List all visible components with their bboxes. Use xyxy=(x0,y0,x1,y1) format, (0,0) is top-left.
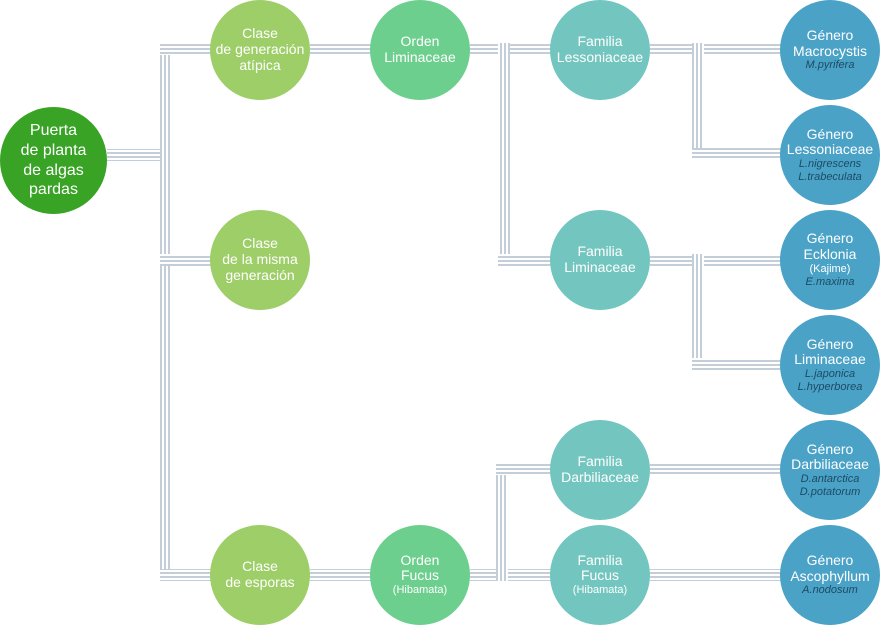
phylum-line-2: de planta xyxy=(20,141,87,159)
genus-darbiliaceae-species-1: D.antarctica xyxy=(800,473,860,486)
class-node-atipica: Clase de generación atípica xyxy=(210,0,310,100)
family-node-lessoniaceae: Familia Lessoniaceae xyxy=(550,0,650,100)
family-fucus-line-2: Fucus xyxy=(580,567,620,584)
order-fucus-note: (Hibamata) xyxy=(392,584,448,597)
genus-ecklonia-species-1: E.maxima xyxy=(805,275,855,288)
genus-liminaceae-line-2: Liminaceae xyxy=(794,351,866,368)
genus-lessoniaceae-line-1: Género xyxy=(806,125,854,142)
order-fucus-line-2: Fucus xyxy=(400,567,440,584)
genus-macrocystis-line-1: Género xyxy=(806,27,854,43)
genus-node-darbiliaceae: Género Darbiliaceae D.antarctica D.potat… xyxy=(780,420,880,520)
class-esporas-line-2: de esporas xyxy=(225,574,295,590)
phylum-node: Puerta de planta de algas pardas xyxy=(0,107,107,214)
connector-class-misma xyxy=(160,254,212,266)
genus-lessoniaceae-species-1: L.nigrescens xyxy=(798,158,862,171)
connector-root xyxy=(107,149,165,161)
class-atipica-line-3: atípica xyxy=(239,56,281,73)
class-node-esporas: Clase de esporas xyxy=(210,525,310,625)
genus-darbiliaceae-line-2: Darbiliaceae xyxy=(791,456,869,473)
genus-node-liminaceae: Género Liminaceae L.japonica L.hyperbore… xyxy=(780,315,880,415)
connector-gen-macrocystis xyxy=(650,43,782,55)
connector-fam-lim-vertical xyxy=(692,254,704,370)
class-misma-line-2: de la misma xyxy=(222,251,298,268)
genus-lessoniaceae-species-2: L.trabeculata xyxy=(798,170,862,183)
genus-macrocystis-line-2: Macrocystis xyxy=(793,42,867,59)
family-lessoniaceae-line-2: Lessoniaceae xyxy=(556,49,644,65)
genus-node-ecklonia: Género Ecklonia (Kajime) E.maxima xyxy=(780,210,880,310)
connector-order-fucus xyxy=(310,569,372,581)
genus-liminaceae-species-2: L.hyperborea xyxy=(797,380,863,393)
connector-fam-fucus xyxy=(470,569,552,581)
phylum-line-3: de algas xyxy=(23,161,84,179)
genus-node-lessoniaceae: Género Lessoniaceae L.nigrescens L.trabe… xyxy=(780,105,880,205)
class-atipica-line-1: Clase xyxy=(242,25,278,42)
connector-fam-liminaceae xyxy=(498,254,552,266)
connector-gen-liminaceae xyxy=(692,358,782,370)
connector-order-liminaceae xyxy=(310,43,372,55)
genus-ecklonia-note: (Kajime) xyxy=(809,262,851,275)
order-node-fucus: Orden Fucus (Hibamata) xyxy=(370,525,470,625)
genus-ascophyllum-species-1: A.nodosum xyxy=(802,584,858,597)
family-fucus-line-1: Familia xyxy=(577,551,623,568)
phylum-line-1: Puerta xyxy=(29,122,78,140)
connector-fam-darbiliaceae xyxy=(496,463,552,475)
connector-fam-less-vertical xyxy=(692,43,704,160)
family-fucus-note: (Hibamata) xyxy=(572,584,628,597)
order-node-liminaceae: Orden Liminaceae xyxy=(370,0,470,100)
genus-node-ascophyllum: Género Ascophyllum A.nodosum xyxy=(780,525,880,625)
genus-liminaceae-species-1: L.japonica xyxy=(804,368,856,381)
family-liminaceae-line-2: Liminaceae xyxy=(564,259,636,275)
class-node-misma: Clase de la misma generación xyxy=(210,210,310,310)
connector-gen-darbiliaceae xyxy=(650,463,782,475)
connector-gen-lessoniaceae xyxy=(692,148,782,160)
phylum-line-4: pardas xyxy=(29,181,78,199)
genus-lessoniaceae-line-2: Lessoniaceae xyxy=(786,141,874,158)
genus-darbiliaceae-species-2: D.potatorum xyxy=(799,485,861,498)
order-fucus-line-1: Orden xyxy=(400,551,440,568)
family-lessoniaceae-line-1: Familia xyxy=(577,33,623,50)
family-darbiliaceae-line-2: Darbiliaceae xyxy=(561,469,639,485)
genus-node-macrocystis: Género Macrocystis M.pyrifera xyxy=(780,0,880,100)
class-atipica-line-2: de generación xyxy=(215,41,305,58)
genus-macrocystis-species-1: M.pyrifera xyxy=(805,59,855,72)
connector-class-esporas xyxy=(160,569,212,581)
family-node-fucus: Familia Fucus (Hibamata) xyxy=(550,525,650,625)
connector-ord-lim-vertical xyxy=(498,43,510,266)
genus-ascophyllum-line-2: Ascophyllum xyxy=(790,567,870,584)
order-liminaceae-line-1: Orden xyxy=(400,33,440,50)
class-misma-line-3: generación xyxy=(225,266,295,283)
family-liminaceae-line-1: Familia xyxy=(577,243,623,260)
connector-class-atipica xyxy=(160,43,212,55)
family-node-darbiliaceae: Familia Darbiliaceae xyxy=(550,420,650,520)
connector-ord-fucus-vertical xyxy=(496,463,508,581)
genus-darbiliaceae-line-1: Género xyxy=(806,440,854,457)
class-misma-line-1: Clase xyxy=(242,235,278,252)
connector-fam-lessoniaceae xyxy=(470,43,552,55)
order-liminaceae-line-2: Liminaceae xyxy=(384,49,456,65)
family-node-liminaceae: Familia Liminaceae xyxy=(550,210,650,310)
genus-liminaceae-line-1: Género xyxy=(806,335,854,352)
family-darbiliaceae-line-1: Familia xyxy=(577,453,623,470)
genus-ecklonia-line-1: Género xyxy=(806,230,854,247)
genus-ecklonia-line-2: Ecklonia xyxy=(803,246,857,263)
connector-gen-ascophyllum xyxy=(650,569,782,581)
connector-gen-ecklonia xyxy=(650,254,782,266)
genus-ascophyllum-line-1: Género xyxy=(806,552,854,568)
class-esporas-line-1: Clase xyxy=(242,558,278,575)
connector-trunk xyxy=(160,43,172,580)
